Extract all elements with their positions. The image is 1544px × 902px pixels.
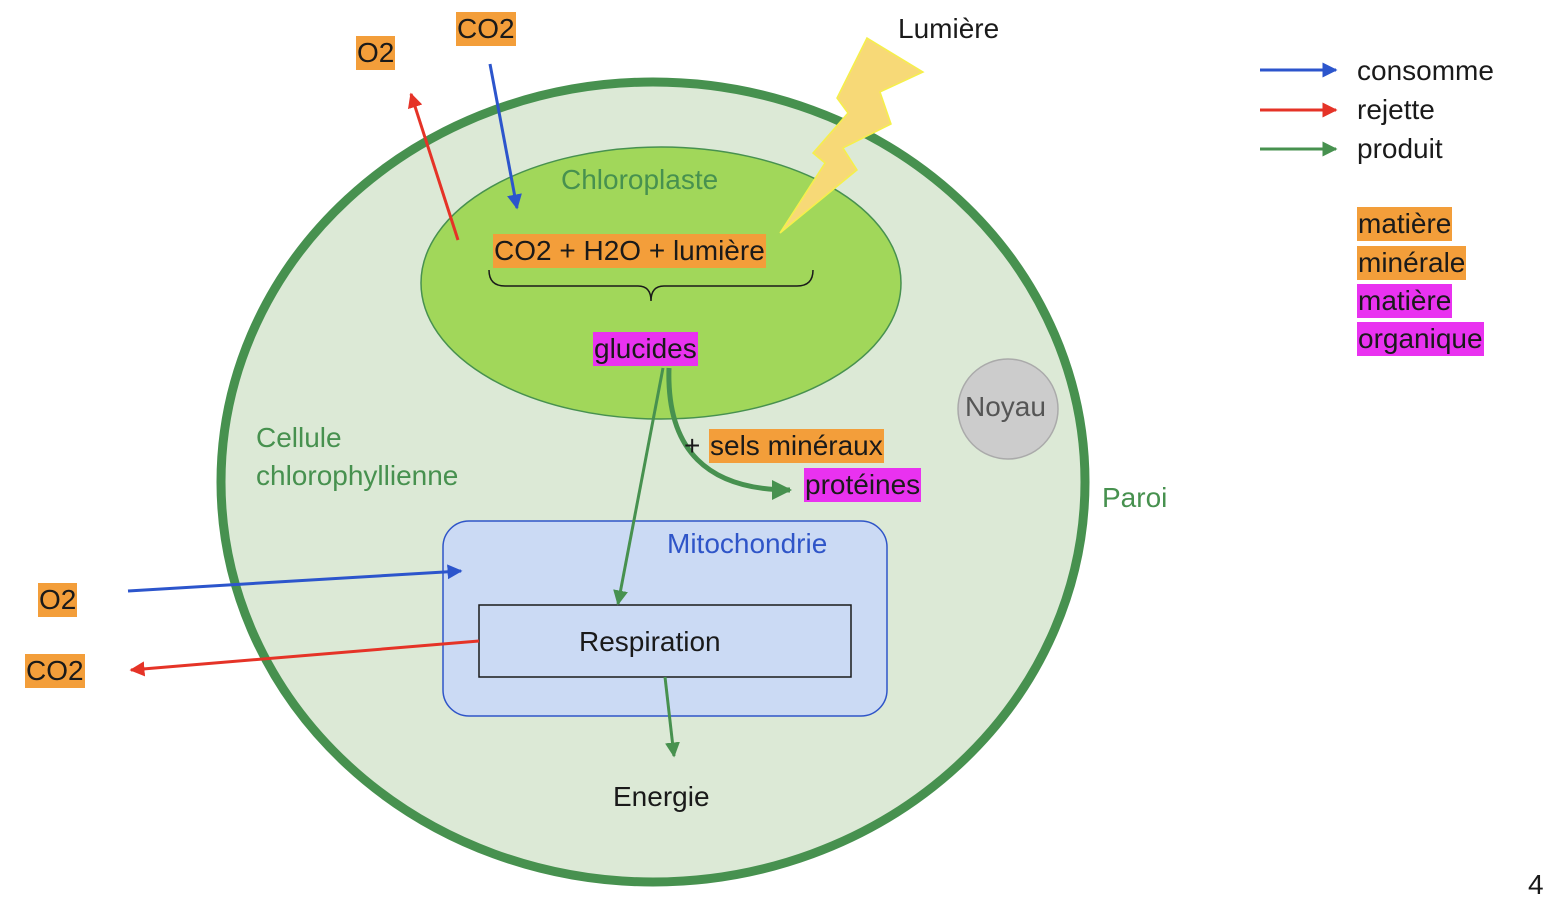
noyau-label: Noyau [965,391,1046,422]
respiration-label: Respiration [579,626,721,657]
o2-top-label: O2 [356,36,396,70]
legend-consomme: consomme [1357,55,1494,86]
arrow-to-proteines [666,367,792,500]
legend-matiere-organique-line2: organique [1357,322,1484,356]
sels-mineraux-label: sels minéraux [709,429,884,463]
reactants-label: CO2 + H2O + lumière [493,234,766,268]
arrow-co2-in [488,63,522,210]
brace [488,269,814,302]
legend-matiere-organique-line1: matière [1357,284,1453,318]
arrow-glucides-to-respiration [613,367,665,606]
cellule-label-line2: chlorophyllienne [256,460,459,491]
lightning-icon [779,36,925,234]
lumiere-label: Lumière [898,13,1000,44]
co2-left-label: CO2 [25,654,85,688]
respiration-box [478,604,852,678]
chloroplaste-label: Chloroplaste [561,164,719,195]
co2-top-label: CO2 [456,12,516,46]
legend-matiere-minerale-line2: minérale [1357,246,1467,280]
arrow-energie [663,676,680,758]
arrow-o2-in [127,564,463,593]
glucides-label: glucides [593,332,698,366]
mitochondrie-label: Mitochondrie [667,528,828,559]
arrow-o2-out [407,92,460,241]
plus-sign: + [684,430,701,461]
paroi-label: Paroi [1102,482,1168,513]
legend-rejette: rejette [1357,94,1435,125]
legend-matiere-minerale-line1: matière [1357,207,1453,241]
energie-label: Energie [613,781,710,812]
arrow-co2-out [129,639,480,677]
proteines-label: protéines [804,468,922,502]
legend-produit: produit [1357,133,1443,164]
cellule-label-line1: Cellule [256,422,342,453]
nucleus [957,358,1059,460]
o2-left-label: O2 [38,583,78,617]
chloroplast [420,146,902,420]
page-number: 4 [1528,869,1544,900]
